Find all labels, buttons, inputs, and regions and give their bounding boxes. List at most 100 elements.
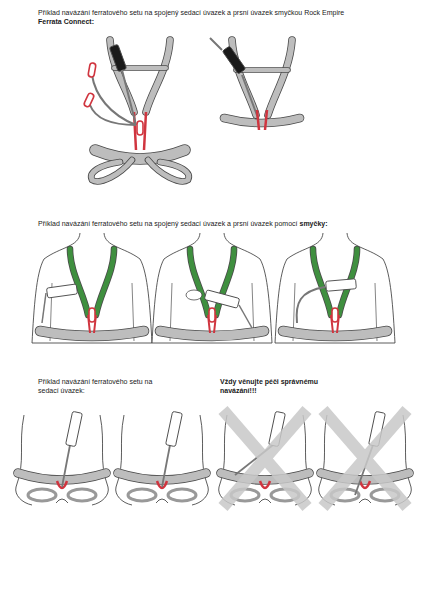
waist-belt [118, 473, 206, 480]
lanyard-arm [297, 287, 325, 323]
body-outline [116, 415, 209, 505]
chest-harness [210, 38, 300, 130]
torso-figure [32, 233, 152, 343]
waist-belt [95, 150, 185, 159]
wrong-cross [223, 410, 307, 507]
emphasis-text: Vždy věnujte péči správnému navázání!!! [220, 378, 318, 394]
shoulder-strap-outline [268, 40, 292, 115]
absorber-pack [46, 284, 77, 298]
lanyard-arm [162, 445, 170, 487]
body-outline [275, 233, 395, 343]
waist-belt-outline [18, 473, 106, 480]
waist-belt-outline [40, 331, 144, 336]
combined-harness [83, 40, 188, 181]
shoulder-strap [96, 249, 114, 315]
absorber-pack [204, 290, 239, 308]
carabiner-body [332, 308, 338, 322]
lanyard-arm [42, 293, 46, 323]
energy-absorber [66, 411, 83, 446]
torso-figure [152, 233, 272, 343]
sit-harness-figure [116, 411, 209, 505]
connect-sling [257, 110, 267, 130]
waist-belt [40, 331, 144, 336]
waist-belt-outline [95, 150, 185, 159]
caption-text: Příklad navázání ferratového setu na spo… [38, 9, 344, 16]
carabiner [88, 63, 96, 78]
leg-loop [128, 489, 156, 501]
leg-loop [168, 489, 196, 501]
torso-figure [275, 233, 395, 343]
waist-belt-outline [321, 473, 409, 480]
connect-sling [134, 112, 146, 150]
body-outline [16, 415, 109, 505]
absorber-pack [222, 46, 245, 74]
carabiner-body [209, 308, 215, 322]
absorber-pack [166, 411, 183, 446]
waist-belt-outline [221, 473, 309, 480]
waist-belt [321, 473, 409, 480]
caption-block: Příklad navázání ferratového setu na spo… [38, 219, 418, 228]
waist-belt [221, 473, 309, 480]
hand [186, 290, 202, 300]
sit-harness-figure [219, 410, 312, 507]
leg-loop-outline [148, 160, 189, 181]
energy-absorber [109, 44, 126, 72]
carabiner [83, 92, 94, 107]
leg-loop [28, 489, 56, 501]
tie-in-point [360, 481, 370, 488]
carabiner-body [89, 308, 95, 322]
shoulder-strap-outline [146, 40, 170, 112]
shoulder-strap [146, 40, 170, 112]
caption-text: Příklad navázání ferratového setu na sed… [38, 378, 152, 394]
energy-absorber [204, 290, 239, 308]
carabiner [332, 308, 338, 322]
waist-belt [18, 473, 106, 480]
body-outline [32, 233, 152, 343]
leg-loop-outline [91, 160, 132, 181]
waist-belt [283, 331, 387, 336]
shoulder-strap [268, 40, 292, 115]
caption-block: Příklad navázání ferratového setu na sed… [38, 377, 173, 395]
emphasis-text: smyčky: [300, 220, 328, 227]
leg-loop [68, 489, 96, 501]
leg-loop [91, 160, 132, 181]
leg-loop [148, 160, 189, 181]
waist-belt-outline [283, 331, 387, 336]
carabiner-body [88, 63, 96, 78]
lanyard-arm [239, 305, 252, 328]
waist-belt [160, 331, 264, 336]
absorber-pack [326, 279, 357, 292]
chest-belt-outline [224, 118, 300, 123]
energy-absorber [326, 279, 357, 292]
carabiner [137, 121, 143, 135]
carabiner-body [137, 121, 143, 135]
absorber-pack [109, 44, 126, 72]
carabiner [209, 308, 215, 322]
chest-belt [224, 118, 300, 123]
carabiner-body [83, 92, 94, 107]
lanyard-arm [210, 38, 258, 118]
energy-absorber [46, 284, 77, 298]
sit-harness-figure [319, 410, 412, 507]
waist-belt-outline [160, 331, 264, 336]
sit-harness-figure [16, 411, 109, 505]
caption-block: Vždy věnujte péči správnému navázání!!! [220, 377, 338, 395]
waist-belt-outline [118, 473, 206, 480]
shoulder-strap [70, 249, 88, 315]
carabiner [89, 308, 95, 322]
shoulder-strap-outline [190, 249, 208, 315]
absorber-pack [66, 411, 83, 446]
lanyard-arm [62, 445, 70, 487]
energy-absorber [222, 46, 245, 74]
shoulder-strap-outline [96, 249, 114, 315]
caption-text: Příklad navázání ferratového setu na spo… [38, 220, 298, 227]
tie-in-point [260, 481, 270, 488]
lanyard-arm [90, 70, 136, 125]
emphasis-text: Ferrata Connect: [38, 17, 418, 26]
caption-block: Příklad navázání ferratového setu na spo… [38, 8, 418, 26]
shoulder-strap-outline [70, 249, 88, 315]
energy-absorber [166, 411, 183, 446]
body-outline [152, 233, 272, 343]
